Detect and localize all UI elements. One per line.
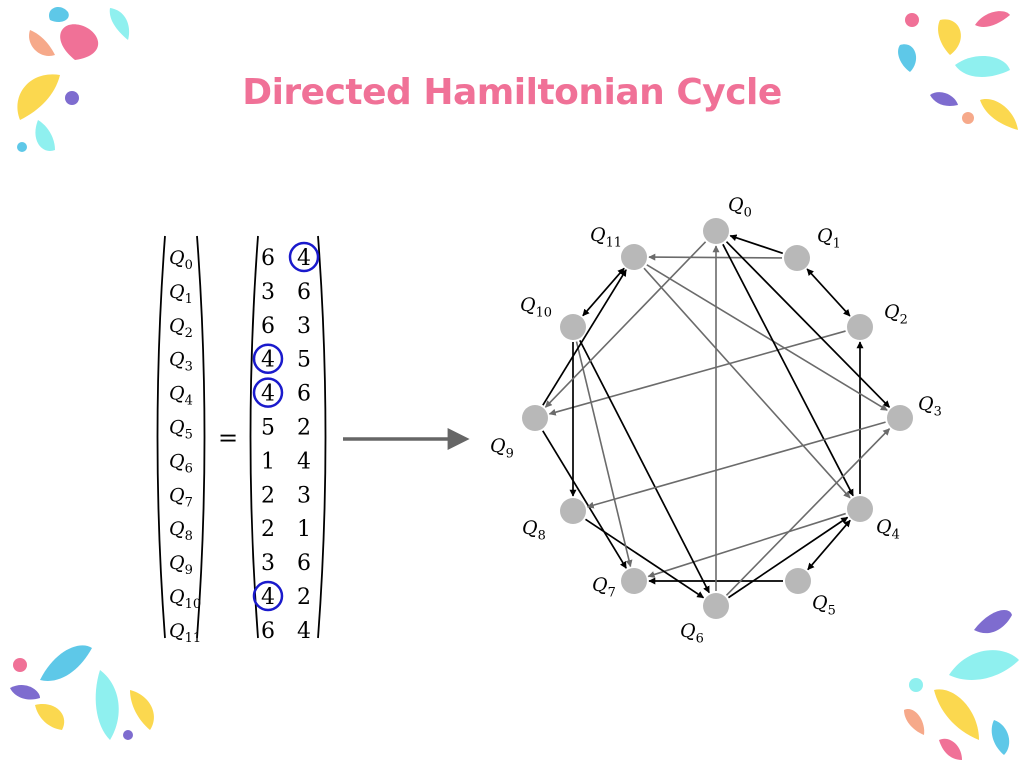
bottom-right-decoration (904, 610, 1019, 760)
bottom-left-decoration (10, 645, 154, 740)
graph-edge (806, 268, 851, 317)
matrix-cell: 6 (297, 551, 311, 576)
graph-edge (582, 267, 625, 317)
top-left-decoration (17, 6, 130, 152)
graph-edge (722, 243, 854, 497)
graph-edge (548, 330, 846, 416)
matrix-cell: 6 (261, 314, 275, 339)
graph-edge (544, 241, 707, 408)
matrix-right-paren (317, 235, 327, 639)
graph-node-label: Q0 (728, 194, 752, 221)
graph-edge (586, 421, 886, 509)
graph-node-label: Q5 (812, 592, 836, 619)
graph-node (847, 496, 873, 522)
graph-node-label: Q6 (680, 620, 704, 647)
graph-node-label: Q8 (522, 517, 546, 544)
graph-node (621, 244, 647, 270)
vector-entry: Q4 (169, 383, 193, 409)
vector-entry: Q8 (169, 518, 193, 544)
matrix-cell: 2 (261, 483, 275, 508)
graph-edge (646, 264, 888, 411)
vector-entry: Q2 (169, 315, 193, 341)
graph-edge (729, 234, 784, 255)
graph-node (621, 568, 647, 594)
graph-edge (725, 428, 891, 596)
matrix-cell: 2 (297, 416, 311, 441)
graph-node (847, 314, 873, 340)
graph-node-label: Q11 (590, 224, 622, 251)
matrix-cell: 4 (261, 348, 275, 373)
graph-edge (807, 519, 851, 571)
matrix-cell: 3 (297, 483, 311, 508)
vector-left-paren (156, 235, 166, 639)
matrix-cell: 1 (297, 517, 311, 542)
graph-node-label: Q7 (592, 574, 616, 601)
matrix-cell: 5 (261, 416, 275, 441)
vector-entry: Q0 (169, 247, 193, 273)
graph-node (522, 405, 548, 431)
graph-edge (647, 512, 846, 578)
graph-node-label: Q3 (918, 393, 942, 420)
graph-edge (579, 339, 710, 594)
vector-entry: Q10 (169, 586, 201, 612)
highlight-circle (288, 241, 320, 273)
graph-edge (575, 341, 633, 568)
graph-node (703, 218, 729, 244)
top-right-decoration (898, 11, 1018, 130)
vector-entry: Q11 (169, 620, 201, 646)
graph-node (784, 245, 810, 271)
matrix-cell: 4 (297, 619, 311, 644)
highlight-circle (252, 580, 284, 612)
matrix-cell: 3 (261, 551, 275, 576)
matrix-cell: 2 (261, 517, 275, 542)
matrix-cell: 4 (297, 246, 311, 271)
vector-entry: Q5 (169, 417, 193, 443)
matrix-cell: 6 (261, 619, 275, 644)
matrix-cell: 3 (261, 280, 275, 305)
graph-edge (725, 241, 891, 408)
matrix-cell: 2 (297, 585, 311, 610)
graph-node-label: Q1 (817, 225, 841, 252)
matrix-cell: 4 (261, 382, 275, 407)
graph-edge (643, 267, 851, 499)
graph-node-label: Q9 (490, 435, 514, 462)
matrix-left-paren (249, 235, 259, 639)
graph-node-label: Q10 (520, 294, 552, 321)
graph-node (560, 314, 586, 340)
highlight-circle (252, 343, 284, 374)
equals-sign: = (218, 424, 238, 452)
graph-node (785, 568, 811, 594)
graph-node (560, 498, 586, 524)
graph-node-label: Q4 (876, 516, 900, 543)
matrix-cell: 1 (261, 449, 275, 474)
graph-node (887, 405, 913, 431)
matrix-cell: 4 (261, 585, 275, 610)
matrix-cell: 6 (297, 382, 311, 407)
graph-edge (727, 516, 849, 599)
matrix-cell: 3 (297, 314, 311, 339)
graph-edge (542, 430, 627, 569)
matrix-cell: 4 (297, 449, 311, 474)
vector-entry: Q3 (169, 349, 193, 375)
matrix-cell: 5 (297, 348, 311, 373)
vector-right-paren (196, 235, 206, 639)
matrix-cell: 6 (261, 246, 275, 271)
graph-node-label: Q2 (884, 301, 908, 328)
matrix-cell: 6 (297, 280, 311, 305)
page-title: Directed Hamiltonian Cycle (242, 72, 782, 113)
vector-entry: Q1 (169, 281, 193, 307)
graph-node (703, 593, 729, 619)
vector-entry: Q7 (169, 484, 193, 510)
highlight-circle (252, 377, 284, 408)
vector-entry: Q6 (169, 450, 193, 476)
vector-entry: Q9 (169, 552, 193, 578)
